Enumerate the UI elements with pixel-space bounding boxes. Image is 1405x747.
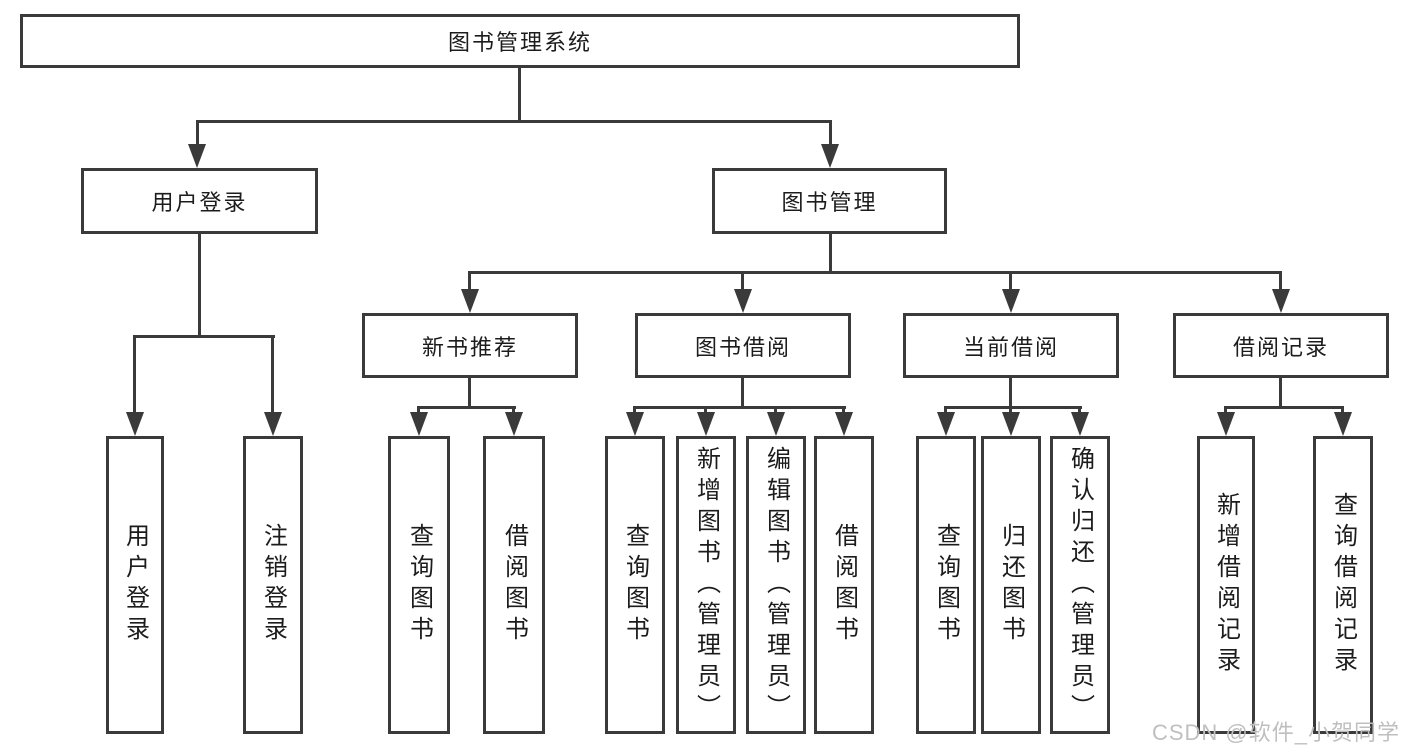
- leaf-recommend-borrow-books: 借阅图书: [483, 436, 545, 734]
- node-book-management: 图书管理: [712, 168, 947, 234]
- arrow-down-icon: [734, 289, 752, 313]
- arrow-down-icon: [1217, 412, 1235, 436]
- connector-line: [829, 120, 832, 146]
- connector-line: [829, 234, 832, 271]
- connector-line: [1279, 378, 1282, 406]
- leaf-user-login: 用户登录: [106, 436, 164, 734]
- watermark: CSDN @软件_小贺同学: [1151, 720, 1400, 745]
- connector-line: [1279, 271, 1282, 291]
- connector-line: [196, 120, 832, 123]
- leaf-current-confirm-return-admin: 确认归还（管理员）: [1050, 436, 1110, 734]
- arrow-down-icon: [626, 412, 644, 436]
- leaf-recommend-query-books: 查询图书: [388, 436, 450, 734]
- leaf-borrowing-add-books-admin: 新增图书（管理员）: [676, 436, 736, 734]
- connector-line: [944, 406, 1082, 409]
- leaf-records-query-record: 查询借阅记录: [1313, 436, 1373, 734]
- connector-line: [468, 378, 471, 406]
- arrow-down-icon: [1334, 412, 1352, 436]
- connector-line: [633, 406, 846, 409]
- arrow-down-icon: [767, 412, 785, 436]
- arrow-down-icon: [1071, 412, 1089, 436]
- connector-line: [417, 406, 420, 414]
- node-borrowing-records: 借阅记录: [1173, 313, 1389, 378]
- connector-line: [741, 378, 744, 406]
- leaf-borrowing-edit-books-admin: 编辑图书（管理员）: [746, 436, 806, 734]
- arrow-down-icon: [937, 412, 955, 436]
- connector-line: [133, 335, 275, 338]
- connector-line: [518, 68, 521, 120]
- node-user-login: 用户登录: [81, 168, 318, 234]
- leaf-records-add-record: 新增借阅记录: [1197, 436, 1255, 734]
- connector-line: [133, 335, 136, 415]
- leaf-logout: 注销登录: [243, 436, 303, 734]
- arrow-down-icon: [697, 412, 715, 436]
- connector-line: [198, 234, 201, 335]
- arrow-down-icon: [835, 412, 853, 436]
- arrow-down-icon: [505, 412, 523, 436]
- connector-line: [704, 406, 707, 414]
- connector-line: [1224, 406, 1344, 409]
- connector-line: [842, 406, 845, 414]
- node-new-book-recommendation: 新书推荐: [362, 313, 578, 378]
- connector-line: [417, 406, 516, 409]
- arrow-down-icon: [126, 412, 144, 436]
- connector-line: [774, 406, 777, 414]
- connector-line: [196, 120, 199, 146]
- leaf-current-return-books: 归还图书: [981, 436, 1041, 734]
- leaf-borrowing-query-books: 查询图书: [605, 436, 665, 734]
- connector-line: [512, 406, 515, 414]
- connector-line: [944, 406, 947, 414]
- leaf-current-query-books: 查询图书: [916, 436, 976, 734]
- arrow-down-icon: [821, 144, 839, 168]
- connector-line: [1009, 378, 1012, 406]
- connector-line: [1009, 406, 1012, 414]
- arrow-down-icon: [461, 289, 479, 313]
- arrow-down-icon: [188, 144, 206, 168]
- arrow-down-icon: [1002, 289, 1020, 313]
- connector-line: [1078, 406, 1081, 414]
- connector-line: [271, 335, 274, 415]
- leaf-borrowing-borrow-books: 借阅图书: [814, 436, 874, 734]
- connector-line: [1224, 406, 1227, 414]
- connector-line: [1009, 271, 1012, 291]
- connector-line: [633, 406, 636, 414]
- node-book-borrowing: 图书借阅: [635, 313, 851, 378]
- connector-line: [741, 271, 744, 291]
- arrow-down-icon: [1272, 289, 1290, 313]
- node-current-borrowing: 当前借阅: [903, 313, 1119, 378]
- connector-line: [468, 271, 471, 291]
- arrow-down-icon: [410, 412, 428, 436]
- arrow-down-icon: [264, 412, 282, 436]
- arrow-down-icon: [1002, 412, 1020, 436]
- connector-line: [1341, 406, 1344, 414]
- connector-line: [468, 271, 1282, 274]
- node-library-system: 图书管理系统: [20, 14, 1020, 68]
